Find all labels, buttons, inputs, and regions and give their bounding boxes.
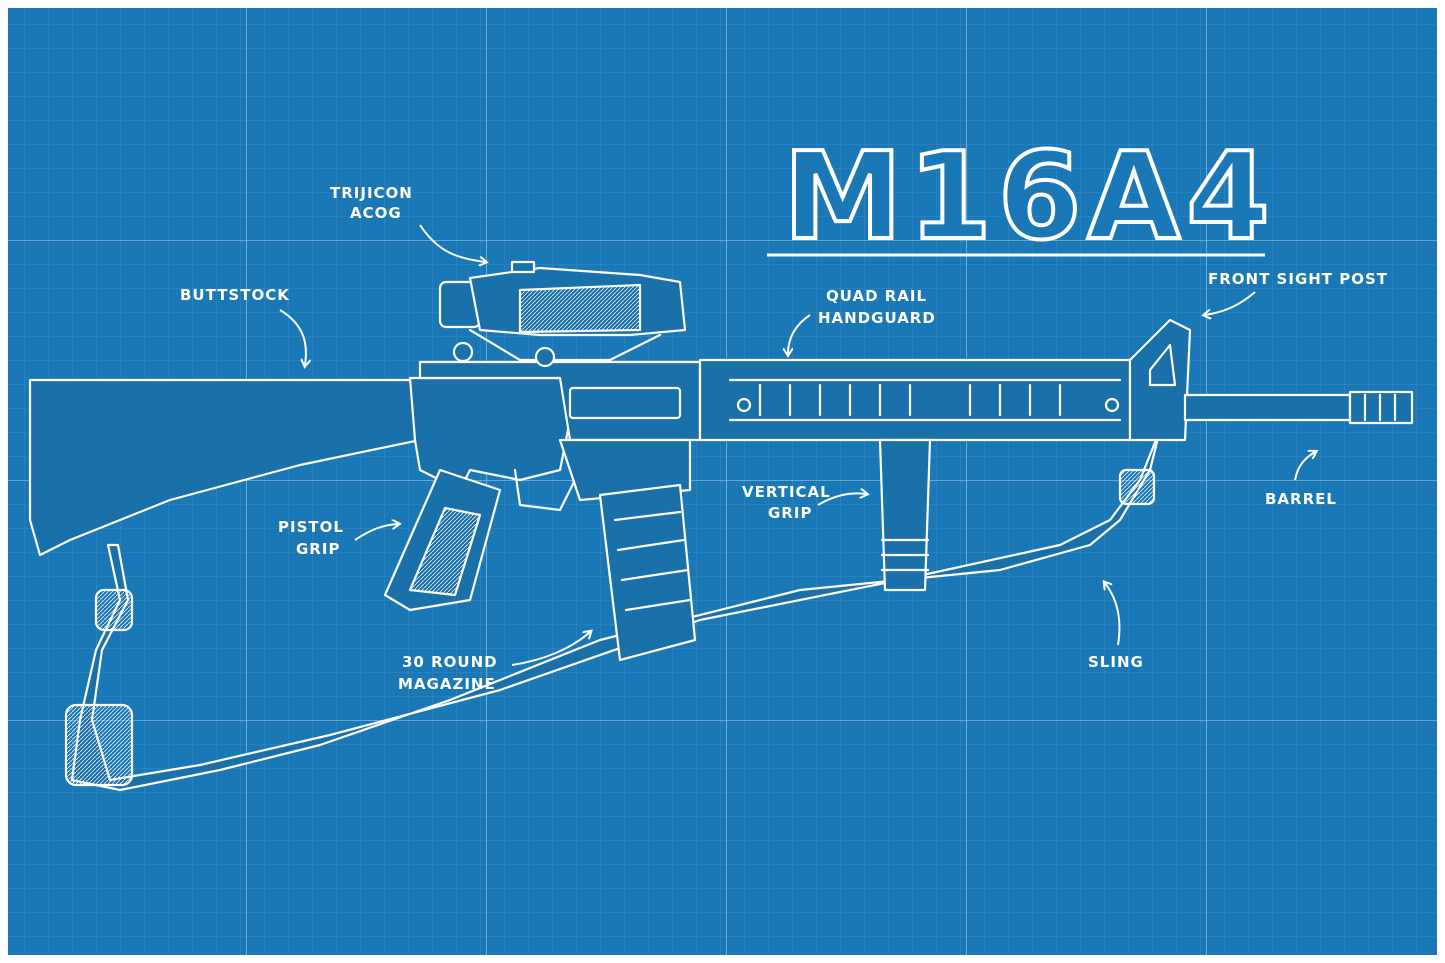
label-quad-rail-line2: HANDGUARD (818, 309, 936, 327)
label-buttstock: BUTTSTOCK (180, 286, 290, 304)
label-front-sight: FRONT SIGHT POST (1208, 270, 1388, 288)
label-trijicon-line2: ACOG (350, 204, 402, 222)
arrow-barrel (1294, 452, 1315, 481)
label-sling: SLING (1088, 653, 1144, 671)
vertical-grip-shape (878, 438, 932, 592)
arrow-buttstock (279, 309, 306, 365)
major-grid (6, 6, 1439, 957)
callout-front-sight: FRONT SIGHT POST (1205, 270, 1388, 315)
arrow-quad-rail (788, 314, 811, 354)
label-barrel: BARREL (1265, 490, 1337, 508)
callout-pistol-grip: PISTOL GRIP (278, 518, 398, 558)
quad-rail (698, 358, 1132, 442)
ejection-port (568, 386, 682, 420)
sling-pad (64, 703, 134, 787)
arrow-magazine (511, 632, 590, 666)
blueprint-frame (4, 4, 1441, 959)
sling-clip-front (1118, 468, 1156, 506)
label-vertical-grip-line2: GRIP (768, 504, 812, 522)
barrel-shape (1183, 393, 1352, 422)
label-vertical-grip-line1: VERTICAL (742, 483, 831, 501)
callout-trijicon: TRIJICON ACOG (330, 184, 485, 262)
label-quad-rail-line1: QUAD RAIL (826, 287, 927, 305)
label-pistol-grip-line1: PISTOL (278, 518, 344, 536)
lower-receiver (408, 376, 572, 492)
callout-buttstock: BUTTSTOCK (180, 286, 306, 365)
label-pistol-grip-line2: GRIP (296, 540, 340, 558)
arrow-sling (1105, 583, 1121, 646)
arrow-trijicon (419, 224, 485, 262)
magazine-shape (598, 483, 697, 662)
magwell (558, 438, 692, 502)
callout-quad-rail: QUAD RAIL HANDGUARD (788, 287, 936, 354)
front-sight (1128, 318, 1192, 442)
arrow-pistol-grip (354, 524, 398, 541)
callout-vertical-grip: VERTICAL GRIP (742, 483, 866, 522)
label-trijicon-line1: TRIJICON (330, 184, 413, 202)
callout-sling: SLING (1088, 583, 1144, 671)
label-magazine-line2: MAGAZINE (398, 675, 496, 693)
callout-magazine: 30 ROUND MAGAZINE (398, 632, 590, 693)
rifle-illustration (28, 260, 1414, 792)
arrow-front-sight (1205, 291, 1256, 315)
pistol-grip-texture (408, 506, 482, 597)
diagram-title: M16A4 (783, 128, 1276, 267)
acog-scope (438, 260, 687, 368)
label-magazine-line1: 30 ROUND (402, 653, 498, 671)
sling-clip-rear (94, 588, 134, 632)
arrow-vertical-grip (817, 493, 866, 506)
callout-barrel: BARREL (1265, 452, 1337, 508)
trigger-guard (513, 468, 577, 512)
